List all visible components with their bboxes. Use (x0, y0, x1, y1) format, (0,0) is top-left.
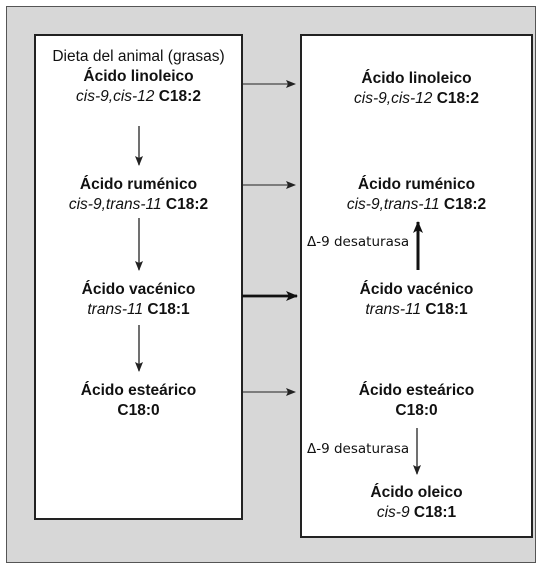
compound-name: Ácido vacénico (359, 281, 474, 298)
compound-name: Ácido linoleico (361, 70, 472, 87)
compound-name: Ácido linoleico (83, 68, 194, 85)
compound-name: Ácido esteárico (358, 382, 475, 399)
product-compound-oleico: Ácido oleico cis-9 C18:1 (302, 483, 531, 523)
compound-name: Ácido vacénico (81, 281, 196, 298)
product-compound-rumenico: Ácido ruménico cis-9,trans-11 C18:2 (302, 175, 531, 215)
compound-name: Ácido esteárico (80, 382, 197, 399)
compound-formula: cis-9,cis-12 C18:2 (354, 90, 479, 107)
compound-formula: C18:0 (117, 402, 160, 419)
compound-name: Ácido ruménico (79, 176, 198, 193)
diet-header: Dieta del animal (grasas) (52, 48, 225, 65)
compound-formula: cis-9,trans-11 C18:2 (68, 196, 209, 213)
enzyme-label-upper: Δ-9 desaturasa (307, 234, 410, 250)
product-compound-vacenico: Ácido vacénico trans-11 C18:1 (302, 280, 531, 320)
compound-formula: cis-9,trans-11 C18:2 (346, 196, 487, 213)
compound-formula: trans-11 C18:1 (365, 301, 468, 318)
diet-compound-estearico: Ácido esteárico C18:0 (36, 381, 241, 421)
compound-formula: C18:0 (395, 402, 438, 419)
enzyme-label-lower: Δ-9 desaturasa (307, 441, 410, 457)
compound-name: Ácido oleico (370, 484, 463, 501)
diet-panel (34, 34, 243, 520)
product-compound-estearico: Ácido esteárico C18:0 (302, 381, 531, 421)
diet-compound-vacenico: Ácido vacénico trans-11 C18:1 (36, 280, 241, 320)
diet-compound-rumenico: Ácido ruménico cis-9,trans-11 C18:2 (36, 175, 241, 215)
product-panel (300, 34, 533, 538)
compound-formula: cis-9 C18:1 (376, 504, 457, 521)
compound-formula: cis-9,cis-12 C18:2 (76, 88, 201, 105)
compound-formula: trans-11 C18:1 (87, 301, 190, 318)
compound-name: Ácido ruménico (357, 176, 476, 193)
diet-compound-linoleico: Dieta del animal (grasas) Ácido linoleic… (36, 47, 241, 107)
product-compound-linoleico: Ácido linoleico cis-9,cis-12 C18:2 (302, 69, 531, 109)
